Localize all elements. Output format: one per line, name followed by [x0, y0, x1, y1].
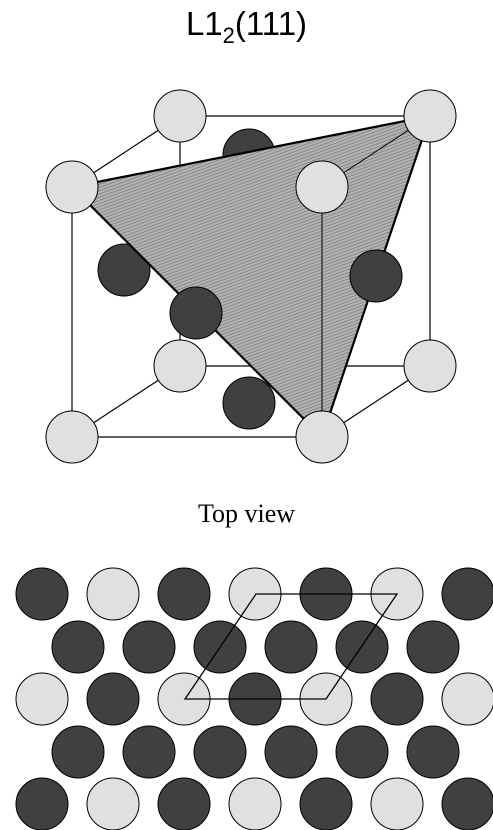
- top-view-atoms: [15, 567, 493, 830]
- top-view-atom-dark: [15, 777, 69, 830]
- back-atom-face-bottom: [222, 376, 276, 430]
- surface-unit-cell: [183, 593, 399, 700]
- top-view-atom-light: [228, 777, 282, 830]
- back-atom-face-left: [97, 243, 151, 297]
- title-subscript: 2: [222, 23, 235, 48]
- top-view-atom-dark: [51, 620, 105, 674]
- top-view-atom-dark: [157, 777, 211, 830]
- title-suffix: (111): [234, 5, 308, 42]
- top-view-atom-dark: [335, 725, 389, 779]
- corner-atom-front-bottom-right: [295, 410, 349, 464]
- top-view-atom-dark: [264, 620, 318, 674]
- corner-atom-back-top-left: [153, 89, 207, 143]
- top-view-diagram: [15, 567, 493, 830]
- title-main: L1: [185, 5, 223, 42]
- corner-atom-back-bottom-right: [403, 339, 457, 393]
- top-view-atom-dark: [122, 725, 176, 779]
- top-view-atom-dark: [122, 620, 176, 674]
- unit-cell-diagram: [45, 89, 457, 464]
- top-view-atom-light: [15, 672, 69, 726]
- top-view-atom-dark: [441, 777, 493, 830]
- top-view-atom-dark: [15, 567, 69, 621]
- top-view-atom-dark: [406, 725, 460, 779]
- top-view-atom-light: [86, 777, 140, 830]
- top-view-atom-dark: [86, 672, 140, 726]
- top-view-atom-dark: [264, 725, 318, 779]
- top-view-atom-dark: [51, 725, 105, 779]
- top-view-atom-light: [441, 672, 493, 726]
- top-view-atom-dark: [157, 567, 211, 621]
- top-view-caption: Top view: [197, 499, 296, 528]
- structure-title: L12(111): [0, 2, 493, 48]
- corner-atom-front-top-left: [45, 160, 99, 214]
- top-view-atom-light: [370, 777, 424, 830]
- top-view-atom-dark: [370, 672, 424, 726]
- top-view-atom-dark: [406, 620, 460, 674]
- corner-atom-back-bottom-left: [153, 339, 207, 393]
- atom-face-right: [349, 249, 403, 303]
- corner-atom-front-bottom-left: [45, 410, 99, 464]
- top-view-atom-dark: [441, 567, 493, 621]
- top-view-atom-dark: [299, 777, 353, 830]
- top-view-atom-dark: [193, 725, 247, 779]
- top-view-atom-light: [86, 567, 140, 621]
- corner-atom-back-top-right: [403, 89, 457, 143]
- corner-atom-front-top-right: [295, 160, 349, 214]
- atom-face-front: [169, 286, 223, 340]
- top-view-atom-dark: [335, 620, 389, 674]
